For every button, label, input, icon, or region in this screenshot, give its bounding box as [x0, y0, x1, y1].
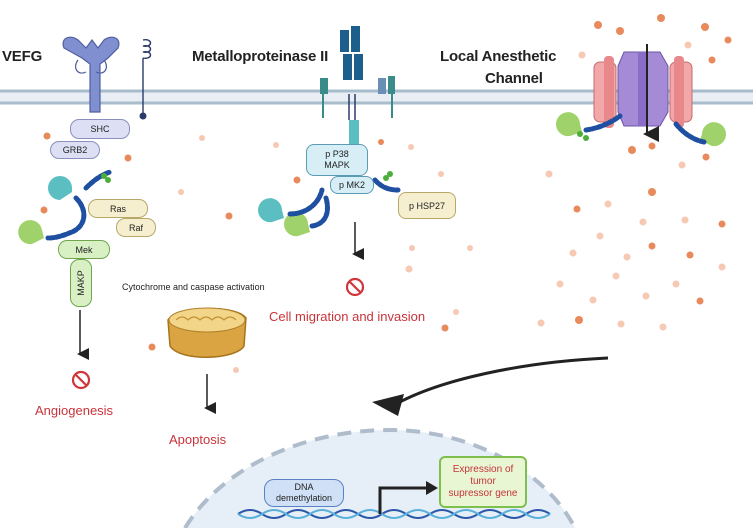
angiogenesis-outcome: Angiogenesis [35, 403, 114, 418]
makp-label: MAKP [76, 270, 87, 296]
metalloproteinase-title: Metalloproteinase II [192, 48, 329, 65]
p38-label: p P38 [325, 149, 349, 159]
expression-box: Expression of tumor supressor gene [439, 456, 527, 508]
ras-protein: Ras [88, 199, 148, 218]
dna-helix [237, 509, 551, 519]
mapk-label: MAPK [324, 160, 350, 170]
signaling-beads [18, 112, 726, 245]
expression-line1: Expression of [452, 464, 514, 475]
mmp-receptor [320, 26, 395, 144]
phsp27-protein: p HSP27 [398, 192, 456, 219]
vegf-receptor [62, 36, 120, 113]
mek-protein: Mek [58, 240, 110, 259]
cytochrome-label: Cytochrome and caspase activation [122, 282, 265, 292]
shc-protein: SHC [70, 119, 130, 139]
anesthetic-molecules [40, 14, 732, 373]
mitochondrion [167, 307, 247, 358]
arrows [77, 222, 609, 514]
local-anesthetic-title: Local Anesthetic [440, 48, 557, 65]
grb2-protein: GRB2 [50, 141, 100, 159]
pmk2-protein: p MK2 [330, 176, 374, 194]
raf-protein: Raf [116, 218, 156, 237]
inhibit-migration-icon [345, 277, 365, 297]
expression-line2: tumor [470, 476, 496, 487]
dna-line2: demethylation [275, 493, 333, 503]
dna-demethylation-box: DNA demethylation [264, 479, 344, 507]
local-anesthetic-title-line2: Channel [485, 70, 543, 87]
cell-migration-outcome: Cell migration and invasion [269, 309, 426, 324]
vefg-title: VEFG [2, 48, 43, 65]
makp-protein: MAKP [70, 259, 92, 307]
coil-receptor [139, 39, 152, 120]
p38-mapk-protein: p P38 MAPK [306, 144, 368, 176]
inhibit-angiogenesis-icon [71, 370, 91, 390]
anesthetic-channel [593, 44, 693, 142]
inhibition-icons [71, 277, 365, 390]
expression-line3: supressor gene [448, 488, 518, 499]
apoptosis-outcome: Apoptosis [169, 432, 227, 447]
dna-line1: DNA [294, 482, 314, 492]
